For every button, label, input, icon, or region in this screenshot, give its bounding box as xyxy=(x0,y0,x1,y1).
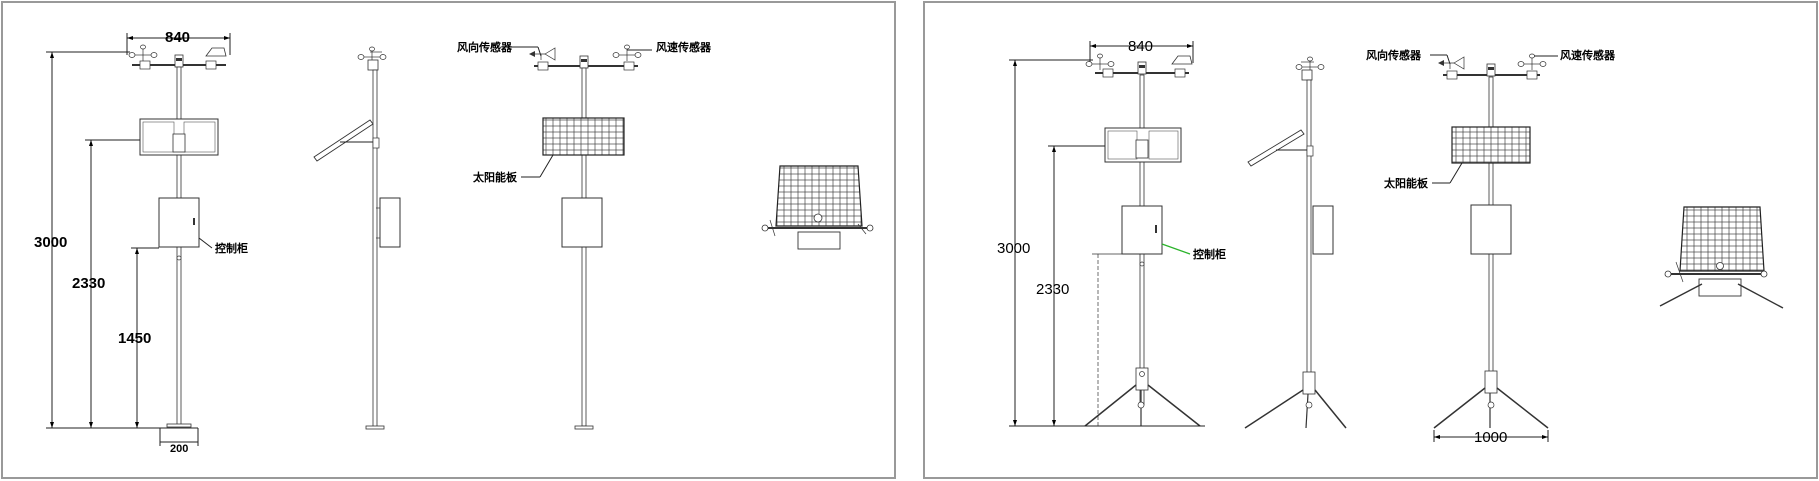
label-wind-direction-2: 风向传感器 xyxy=(1366,48,1422,62)
label-wind-speed-2: 风速传感器 xyxy=(1560,48,1616,62)
dim-height-total: 3000 xyxy=(34,234,67,251)
view-front-dimensioned: 840 200 3000 xyxy=(34,29,248,455)
label-control-cabinet-2: 控制柜 xyxy=(1193,247,1226,261)
dim-base-width: 200 xyxy=(170,443,188,455)
view-top xyxy=(761,165,874,250)
view-front-labeled: 风向传感器 风速传感器 太阳能板 xyxy=(457,40,712,430)
dim-height-total-2: 3000 xyxy=(997,240,1030,257)
view-side xyxy=(313,46,401,430)
label-wind-speed: 风速传感器 xyxy=(656,40,712,54)
dim-width-top-2: 840 xyxy=(1128,38,1153,55)
label-solar-panel: 太阳能板 xyxy=(472,170,518,184)
dim-width-top: 840 xyxy=(165,29,190,46)
view-tripod-top xyxy=(1659,206,1784,309)
label-control-cabinet: 控制柜 xyxy=(215,241,248,255)
dim-height-panel: 2330 xyxy=(72,275,105,292)
dim-height-panel-2: 2330 xyxy=(1036,281,1069,298)
view-tripod-front-dimensioned: 840 3000 2330 xyxy=(997,38,1226,427)
dim-height-cabinet: 1450 xyxy=(118,330,151,347)
view-tripod-side xyxy=(1244,56,1347,429)
label-solar-panel-2: 太阳能板 xyxy=(1383,176,1429,190)
view-tripod-front-labeled: 1000 风向传感器 风速传感器 太阳能板 xyxy=(1366,48,1616,446)
panel-tripod-mount xyxy=(923,1,1818,479)
dim-tripod-span: 1000 xyxy=(1474,429,1507,446)
panel-fixed-mount xyxy=(1,1,896,479)
label-wind-direction: 风向传感器 xyxy=(457,40,513,54)
